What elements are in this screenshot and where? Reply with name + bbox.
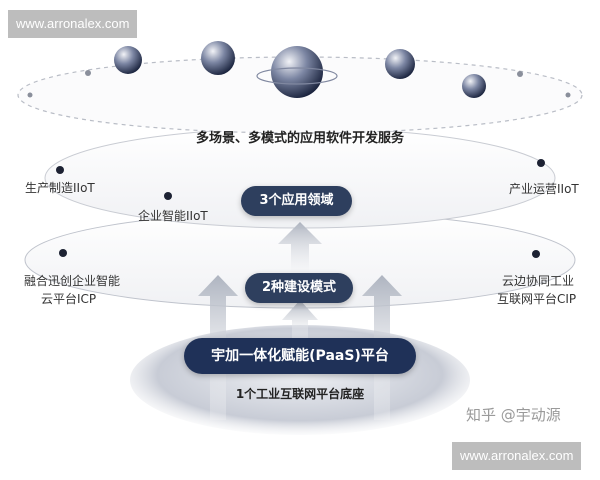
modes-pill: 2种建设模式 bbox=[245, 273, 353, 303]
up-arrow-icon bbox=[278, 222, 322, 280]
dot-icon bbox=[56, 159, 545, 258]
domain-middle-label: 企业智能IIoT bbox=[138, 209, 208, 223]
mode-right-line1: 云边协同工业 bbox=[502, 274, 575, 288]
domain-left-label: 生产制造IIoT bbox=[25, 181, 95, 195]
mode-left-line1: 融合迅创企业智能 bbox=[24, 274, 121, 288]
domains-pill: 3个应用领域 bbox=[241, 186, 352, 216]
watermark-bottom: www.arronalex.com bbox=[452, 442, 582, 470]
planet-icon bbox=[114, 46, 142, 74]
planet-icon bbox=[256, 46, 338, 98]
up-arrow-icon bbox=[282, 300, 318, 340]
domain-right-label: 产业运营IIoT bbox=[509, 182, 579, 196]
planet-icon bbox=[385, 49, 415, 79]
planet-icon bbox=[201, 41, 235, 75]
mode-left-line2: 云平台ICP bbox=[41, 292, 97, 306]
top-layer-title: 多场景、多模式的应用软件开发服务 bbox=[195, 131, 404, 146]
mode-right-line2: 互联网平台CIP bbox=[497, 292, 577, 306]
base-pill: 宇加一体化赋能(PaaS)平台 bbox=[184, 338, 416, 374]
planet-icon bbox=[462, 74, 486, 98]
base-label: 1个工业互联网平台底座 bbox=[235, 387, 365, 401]
dot-icon bbox=[27, 70, 571, 98]
watermark-top: www.arronalex.com bbox=[8, 10, 138, 38]
credit-watermark: 知乎 @宇动源 bbox=[466, 406, 561, 424]
